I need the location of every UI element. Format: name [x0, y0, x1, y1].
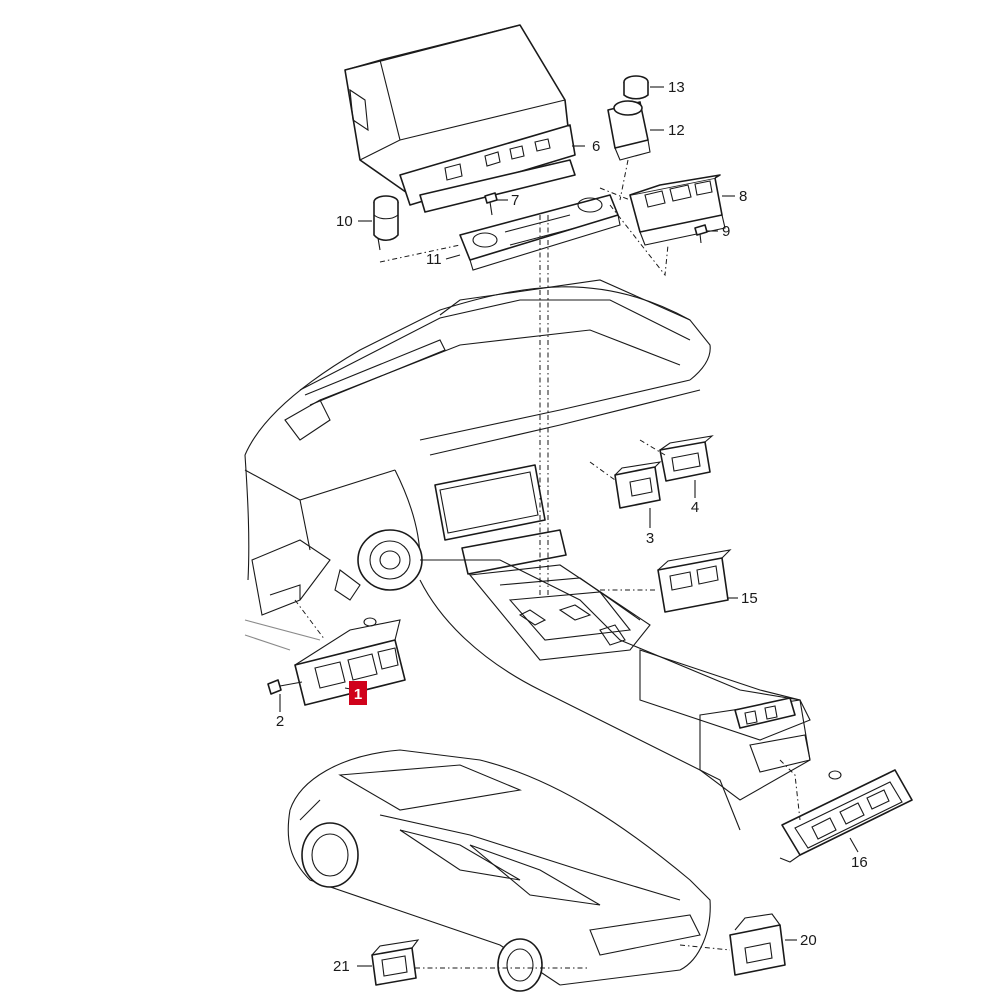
callout-4: 4 — [691, 499, 699, 516]
part-2-screw — [267, 679, 303, 695]
callout-20: 20 — [800, 932, 817, 949]
part-3-switch — [614, 461, 662, 509]
central-display — [434, 464, 567, 575]
callout-10: 10 — [336, 213, 353, 230]
car-silhouette — [287, 749, 711, 992]
leader-lines — [279, 86, 859, 967]
callout-3: 3 — [646, 530, 654, 547]
callout-9: 9 — [722, 223, 730, 240]
part-21-switch — [371, 939, 420, 986]
part-7-screw — [484, 192, 498, 216]
part-12-switch-body — [607, 100, 651, 161]
callout-12: 12 — [668, 122, 685, 139]
callout-13: 13 — [668, 79, 685, 96]
steering-hub — [334, 529, 423, 601]
callout-11: 11 — [426, 251, 442, 268]
part-9-screw — [694, 224, 708, 244]
callout-1: 1 — [354, 686, 362, 703]
part-6-climate-panel — [344, 24, 576, 213]
assembly-lines — [294, 159, 801, 969]
callouts: 1 2 3 4 6 7 8 9 10 11 12 13 15 16 20 21 — [276, 79, 868, 975]
callout-1-highlight — [349, 681, 367, 705]
callout-6: 6 — [592, 138, 600, 155]
center-console — [419, 559, 811, 831]
part-10-start-button — [373, 195, 399, 251]
callout-16: 16 — [851, 854, 868, 871]
part-16-rear-panel — [779, 769, 913, 863]
callout-8: 8 — [739, 188, 747, 205]
part-8-switch-module — [629, 174, 726, 246]
callout-7: 7 — [511, 192, 519, 209]
callout-21: 21 — [333, 958, 350, 975]
part-15-switch-module — [657, 549, 732, 613]
part-13-rotary-knob — [623, 75, 649, 100]
part-4-switch — [659, 435, 714, 482]
part-1-light-switch — [294, 617, 406, 706]
callout-15: 15 — [741, 590, 758, 607]
part-20-trunk-switch — [729, 913, 786, 976]
callout-2: 2 — [276, 713, 284, 730]
dashboard-outline — [244, 279, 711, 651]
